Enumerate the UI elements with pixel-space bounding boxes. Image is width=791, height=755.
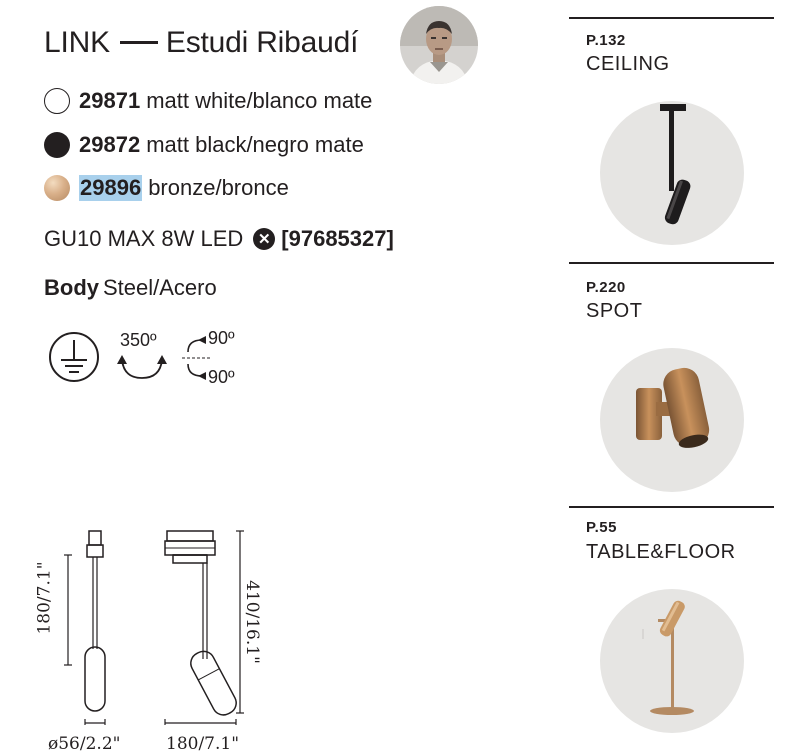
- lamp-excluded-icon: ✕: [253, 228, 276, 250]
- tilt-down-value: 90º: [208, 367, 235, 387]
- lamp-type: GU10 MAX 8W LED: [44, 226, 244, 251]
- total-height-label: 410/16.1": [241, 580, 262, 664]
- body-label: Body: [44, 275, 99, 300]
- white-swatch-icon: [44, 88, 70, 114]
- rotation-arrow-icon: [116, 352, 168, 384]
- lamp-spec: GU10 MAX 8W LED ✕ [97685327]: [44, 226, 394, 252]
- width-label: 180/7.1": [166, 734, 240, 754]
- category-spot[interactable]: SPOT: [586, 300, 643, 322]
- black-swatch-icon: [44, 132, 70, 158]
- product-title: LINK Estudi Ribaudí: [44, 26, 358, 60]
- rotation-value: 350º: [120, 330, 157, 350]
- finish-label: bronze/bronce: [148, 175, 289, 200]
- table-floor-product-image[interactable]: [600, 589, 744, 733]
- category-table-floor[interactable]: TABLE&FLOOR: [586, 541, 736, 563]
- technical-drawing: [40, 525, 280, 725]
- class-i-earth-icon: [48, 331, 100, 383]
- divider: [569, 17, 774, 19]
- lamp-ref: [97685327]: [281, 226, 394, 251]
- divider: [569, 262, 774, 264]
- finish-label: matt black/negro mate: [146, 132, 364, 157]
- title-dash: [119, 40, 158, 44]
- pendant-height-label: 180/7.1": [34, 561, 55, 635]
- finish-code: 29871: [79, 88, 141, 113]
- tilt-arrow-icon: [180, 330, 210, 386]
- finish-label: matt white/blanco mate: [146, 88, 373, 113]
- finish-code: 29872: [79, 132, 141, 157]
- page-ref-table-floor[interactable]: P.55: [586, 519, 617, 536]
- finish-row-white: 29871 matt white/blanco mate: [44, 88, 372, 114]
- body-value: Steel/Acero: [103, 275, 217, 300]
- finish-row-bronze: 29896 bronze/bronce: [44, 175, 289, 201]
- ceiling-product-image[interactable]: [600, 101, 744, 245]
- category-ceiling[interactable]: CEILING: [586, 53, 670, 75]
- page-ref-ceiling[interactable]: P.132: [586, 32, 626, 49]
- diameter-label: ø56/2.2": [48, 734, 121, 754]
- divider: [569, 506, 774, 508]
- bronze-swatch-icon: [44, 175, 70, 201]
- page-ref-spot[interactable]: P.220: [586, 279, 626, 296]
- finish-code-highlighted[interactable]: 29896: [79, 175, 143, 201]
- spot-product-image[interactable]: [600, 348, 744, 492]
- product-name: LINK: [44, 26, 110, 59]
- finish-row-black: 29872 matt black/negro mate: [44, 132, 364, 158]
- tilt-up-value: 90º: [208, 328, 235, 348]
- designer-portrait: [400, 6, 478, 84]
- designer-name: Estudi Ribaudí: [165, 26, 359, 59]
